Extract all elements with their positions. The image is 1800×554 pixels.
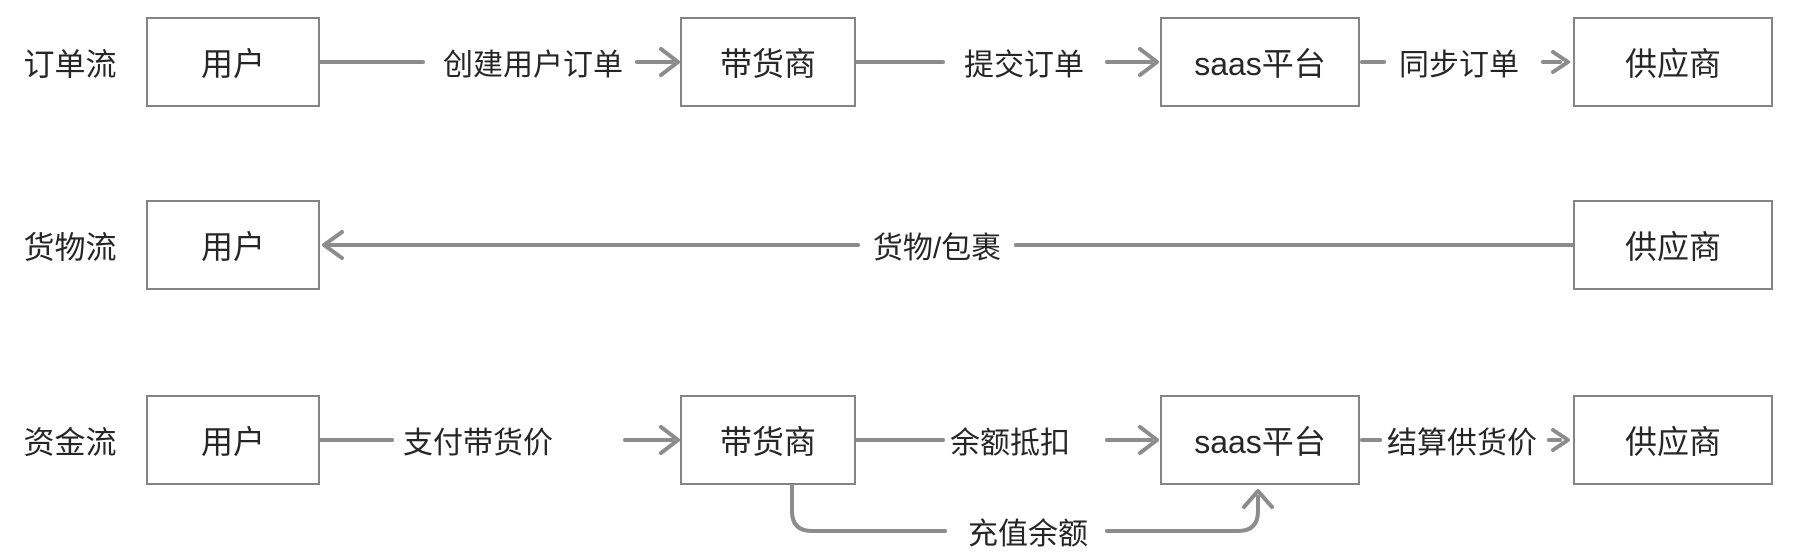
node-order-supplier: 供应商 [1573,17,1773,107]
edge-label-settle-price: 结算供货价 [1383,418,1541,462]
arrow-into-order-merchant [635,47,680,77]
node-money-supplier: 供应商 [1573,395,1773,485]
node-order-merchant: 带货商 [680,17,856,107]
edge-label-create-order: 创建用户订单 [439,40,627,84]
arrow-into-order-saas [1105,47,1159,77]
node-goods-supplier: 供应商 [1573,200,1773,290]
row-label-goods-flow: 货物流 [23,230,117,266]
edge-label-recharge-balance: 充值余额 [964,509,1092,553]
arrow-into-money-merchant [623,425,680,455]
arrow-into-money-saas [1105,425,1159,455]
node-money-user: 用户 [146,395,320,485]
edge-label-ship-goods: 货物/包裹 [868,223,1006,267]
node-order-saas: saas平台 [1160,17,1360,107]
node-order-user: 用户 [146,17,320,107]
node-money-merchant: 带货商 [680,395,856,485]
row-label-money-flow: 资金流 [23,425,117,461]
row-label-order-flow: 订单流 [23,47,117,83]
arrow-into-goods-user [322,230,344,260]
edge-label-sync-order: 同步订单 [1395,40,1523,84]
edge-label-submit-order: 提交订单 [960,40,1088,84]
edge-line-recharge-right [1105,495,1260,533]
edge-label-pay-price: 支付带货价 [399,418,557,462]
node-goods-user: 用户 [146,200,320,290]
edge-line-recharge-left [790,484,947,533]
arrow-up-into-money-saas [1242,489,1274,509]
node-money-saas: saas平台 [1160,395,1360,485]
edge-label-deduct-balance: 余额抵扣 [946,418,1074,462]
arrow-into-money-supplier [1547,428,1570,452]
arrow-into-order-supplier [1541,50,1570,74]
